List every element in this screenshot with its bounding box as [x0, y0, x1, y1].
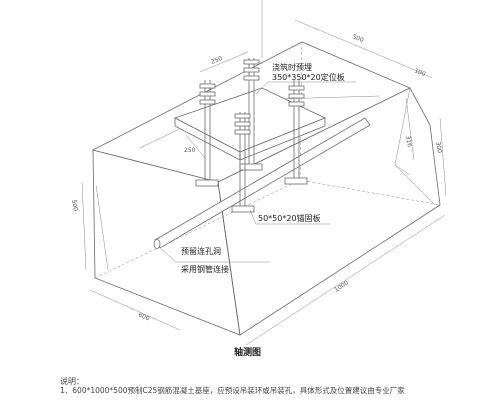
label-positioning-plate-1: 浇筑时预埋: [272, 62, 312, 72]
dim-height-500: 500: [70, 199, 79, 212]
steel-pipe: [153, 117, 371, 249]
label-positioning-plate-2: 350*350*20定位板: [272, 72, 345, 82]
concrete-block: [91, 41, 441, 336]
notes-heading: 说明：: [60, 377, 84, 386]
bolt-left: [195, 80, 219, 187]
dim-width-600: 600: [137, 311, 150, 322]
dim-bolt-spacing-top: 250: [210, 55, 223, 66]
dim-depth-316: 316: [404, 135, 413, 148]
label-hole-2: 采用钢管连接: [181, 264, 229, 274]
dim-bolt-spacing-left: 250: [184, 147, 196, 154]
dim-length-1000: 1000: [333, 279, 350, 293]
dim-height-300: 300: [434, 141, 443, 154]
leaders: [159, 81, 356, 263]
bolt-right: [284, 80, 308, 185]
note-item: 1、600*1000*500预制C25钢筋混凝土基座，应预设吊装环或吊装孔，具体…: [60, 386, 405, 395]
label-hole-1: 预留连孔洞: [181, 246, 221, 256]
dim-top-right: 100: [413, 67, 426, 78]
pipe-end: [153, 239, 161, 249]
drawing-caption: 轴测图: [233, 348, 261, 358]
dimension-lines: 500 100 250 250 316 300 500 600 1000: [70, 19, 447, 346]
label-anchor-plate: 50*50*20锚固板: [258, 213, 321, 223]
anchor-bolts: [195, 58, 308, 213]
bolt-back: [239, 58, 263, 171]
bolt-front: [231, 112, 255, 213]
dim-top-length: 500: [351, 33, 364, 44]
